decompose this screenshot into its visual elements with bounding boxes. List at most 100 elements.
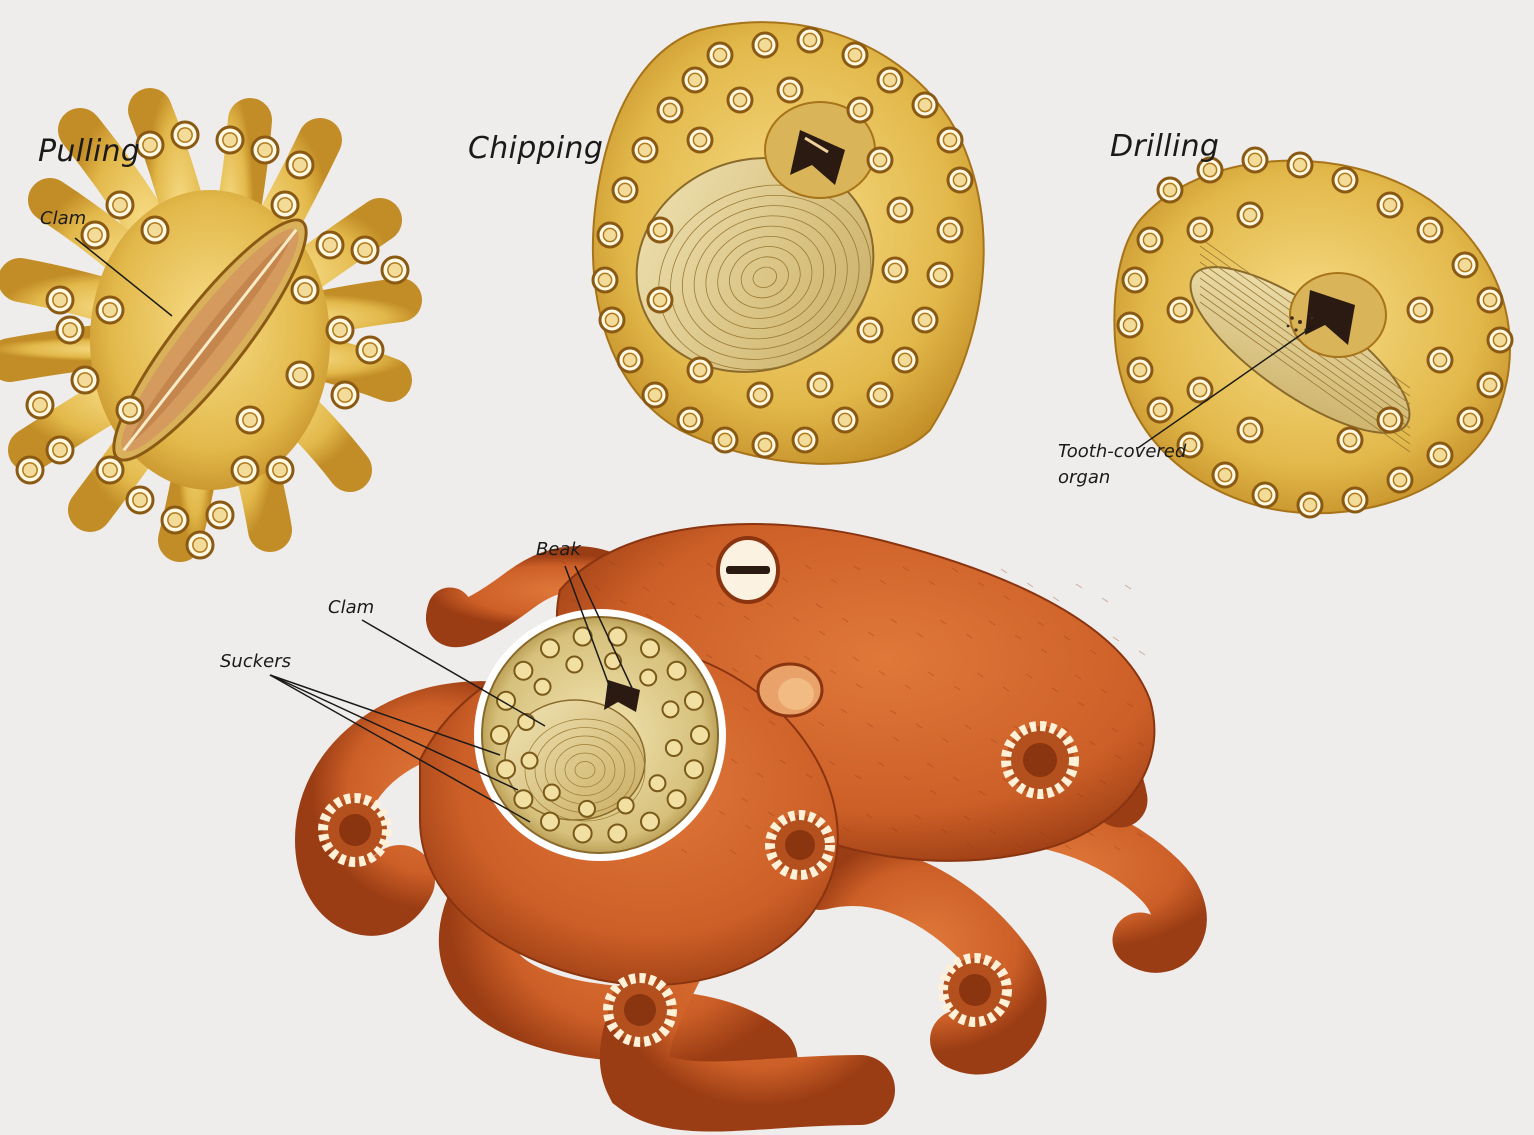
pulling-panel xyxy=(10,110,408,558)
sucker xyxy=(117,397,143,423)
sucker xyxy=(97,297,123,323)
sucker xyxy=(678,408,702,432)
beak-label: Beak xyxy=(536,538,581,562)
octopus-clam-label: Clam xyxy=(328,596,374,620)
sucker xyxy=(688,128,712,152)
sucker xyxy=(332,382,358,408)
sucker xyxy=(142,217,168,243)
sucker xyxy=(1388,468,1412,492)
sucker xyxy=(648,218,672,242)
sucker xyxy=(327,317,353,343)
sucker xyxy=(748,383,772,407)
sucker xyxy=(843,43,867,67)
sucker xyxy=(893,348,917,372)
sucker xyxy=(848,98,872,122)
sucker xyxy=(1338,428,1362,452)
sucker xyxy=(172,122,198,148)
sucker xyxy=(1488,328,1512,352)
sucker xyxy=(938,128,962,152)
sucker xyxy=(888,198,912,222)
sucker xyxy=(127,487,153,513)
sucker xyxy=(753,33,777,57)
sucker xyxy=(237,407,263,433)
sucker xyxy=(708,43,732,67)
sucker xyxy=(162,507,188,533)
sucker xyxy=(1378,193,1402,217)
sucker xyxy=(1478,288,1502,312)
sucker xyxy=(1188,218,1212,242)
chipping-panel xyxy=(593,22,984,464)
sucker xyxy=(913,93,937,117)
sucker xyxy=(600,308,624,332)
sucker xyxy=(1128,358,1152,382)
sucker xyxy=(1428,443,1452,467)
sucker xyxy=(267,457,293,483)
sucker xyxy=(1458,408,1482,432)
sucker xyxy=(232,457,258,483)
sucker xyxy=(1378,408,1402,432)
octopus-main xyxy=(323,524,1179,1096)
sucker xyxy=(658,98,682,122)
sucker xyxy=(753,433,777,457)
sucker xyxy=(1298,493,1322,517)
sucker xyxy=(1148,398,1172,422)
sucker xyxy=(883,258,907,282)
sucker xyxy=(252,137,278,163)
sucker xyxy=(57,317,83,343)
sucker xyxy=(187,532,213,558)
sucker xyxy=(618,348,642,372)
sucker xyxy=(287,362,313,388)
drilling-organ-label-line1: Tooth-covered xyxy=(1058,440,1186,464)
sucker xyxy=(1453,253,1477,277)
sucker xyxy=(598,223,622,247)
sucker xyxy=(643,383,667,407)
sucker xyxy=(1478,373,1502,397)
sucker xyxy=(713,428,737,452)
sucker xyxy=(1343,488,1367,512)
sucker xyxy=(878,68,902,92)
sucker xyxy=(317,232,343,258)
sucker xyxy=(1428,348,1452,372)
sucker xyxy=(593,268,617,292)
sucker xyxy=(1238,203,1262,227)
sucker xyxy=(928,263,952,287)
sucker xyxy=(648,288,672,312)
pulling-clam-label: Clam xyxy=(40,207,86,231)
sucker xyxy=(47,437,73,463)
drilling-organ-label-line2: organ xyxy=(1058,466,1110,490)
sucker xyxy=(793,428,817,452)
sucker xyxy=(1158,178,1182,202)
sucker xyxy=(1288,153,1312,177)
chipping-title: Chipping xyxy=(468,131,603,166)
suckers-label: Suckers xyxy=(220,650,291,674)
sucker xyxy=(1138,228,1162,252)
sucker xyxy=(352,237,378,263)
sucker xyxy=(1418,218,1442,242)
sucker xyxy=(728,88,752,112)
sucker xyxy=(97,457,123,483)
sucker xyxy=(798,28,822,52)
sucker xyxy=(1118,313,1142,337)
sucker xyxy=(833,408,857,432)
sucker xyxy=(1213,463,1237,487)
sucker xyxy=(1238,418,1262,442)
sucker xyxy=(858,318,882,342)
sucker xyxy=(683,68,707,92)
sucker xyxy=(292,277,318,303)
sucker xyxy=(27,392,53,418)
sucker xyxy=(808,373,832,397)
sucker xyxy=(107,192,133,218)
pulling-title: Pulling xyxy=(38,134,140,169)
sucker xyxy=(17,457,43,483)
sucker xyxy=(1333,168,1357,192)
sucker xyxy=(868,148,892,172)
sucker xyxy=(207,502,233,528)
sucker xyxy=(72,367,98,393)
sucker xyxy=(357,337,383,363)
sucker xyxy=(613,178,637,202)
sucker xyxy=(938,218,962,242)
sucker xyxy=(633,138,657,162)
sucker xyxy=(1168,298,1192,322)
sucker xyxy=(287,152,313,178)
